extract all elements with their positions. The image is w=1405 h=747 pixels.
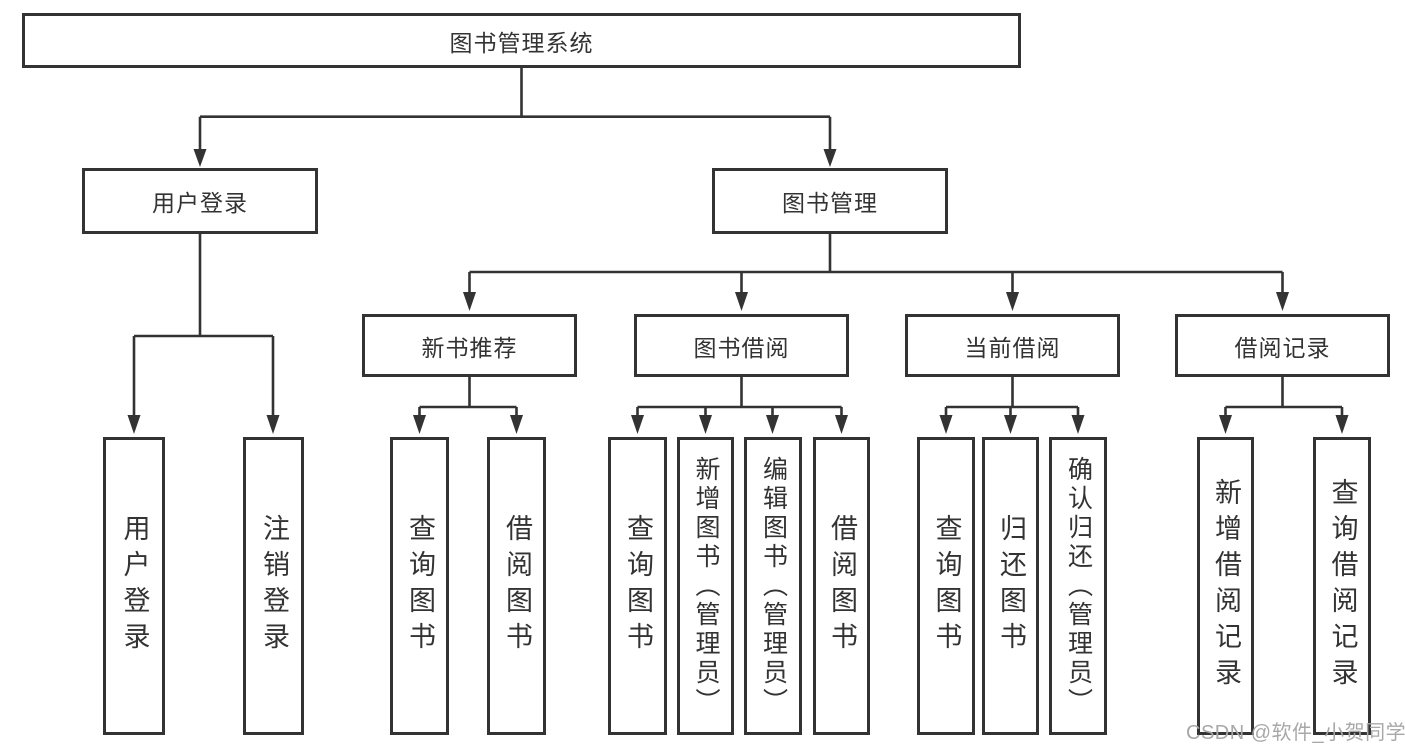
- node-label: 归还图书: [996, 514, 1026, 658]
- csdn-watermark: CSDN @软件_小贺同学: [1186, 722, 1405, 744]
- node-current-borrow: 当前借阅: [905, 314, 1120, 377]
- node-leaf-query-book-2: 查询图书: [608, 437, 667, 735]
- node-leaf-query-borrow-record: 查询借阅记录: [1313, 437, 1371, 735]
- node-label: 编辑图书（管理员）: [759, 455, 788, 717]
- node-leaf-add-borrow-record: 新增借阅记录: [1197, 437, 1254, 735]
- node-leaf-return-book: 归还图书: [982, 437, 1039, 735]
- node-label: 确认归还（管理员）: [1064, 455, 1093, 717]
- node-root: 图书管理系统: [22, 13, 1021, 68]
- node-leaf-edit-book-admin: 编辑图书（管理员）: [744, 437, 802, 735]
- node-label: 查询图书: [623, 514, 653, 658]
- node-leaf-borrow-book-1: 借阅图书: [487, 437, 546, 735]
- node-book-borrow: 图书借阅: [634, 314, 849, 377]
- node-leaf-confirm-return-admin: 确认归还（管理员）: [1049, 437, 1107, 735]
- node-label: 借阅图书: [827, 514, 857, 658]
- node-label: 用户登录: [119, 514, 150, 658]
- node-new-book-recommend: 新书推荐: [362, 314, 577, 377]
- node-label: 新增借阅记录: [1211, 478, 1241, 694]
- node-label: 查询图书: [405, 514, 435, 658]
- node-user-login: 用户登录: [82, 168, 318, 234]
- node-leaf-logout: 注销登录: [243, 437, 304, 735]
- node-label: 查询图书: [931, 514, 962, 658]
- node-borrow-records: 借阅记录: [1175, 314, 1390, 377]
- node-label: 注销登录: [259, 514, 289, 658]
- node-leaf-query-book-1: 查询图书: [390, 437, 449, 735]
- node-label: 借阅图书: [502, 514, 532, 658]
- node-leaf-borrow-book-2: 借阅图书: [813, 437, 870, 735]
- node-label: 查询借阅记录: [1327, 478, 1358, 694]
- node-leaf-add-book-admin: 新增图书（管理员）: [677, 437, 734, 735]
- node-book-management: 图书管理: [712, 168, 948, 234]
- node-label: 新增图书（管理员）: [692, 455, 720, 717]
- node-leaf-query-book-3: 查询图书: [917, 437, 975, 735]
- node-leaf-user-login: 用户登录: [103, 437, 165, 735]
